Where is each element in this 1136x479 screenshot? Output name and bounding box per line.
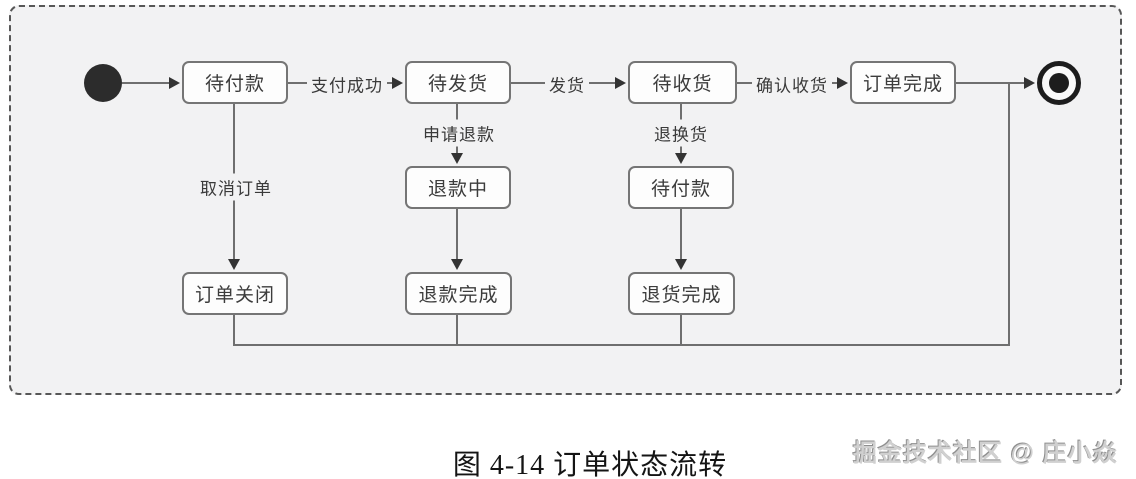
watermark-text: 掘金技术社区 @ 庄小焱 (853, 440, 1118, 467)
connector-line (956, 82, 1026, 84)
state-pending-receipt: 待收货 (628, 61, 737, 104)
connector-line (680, 315, 682, 346)
state-pending-shipment: 待发货 (405, 61, 511, 104)
state-order-complete: 订单完成 (850, 61, 956, 104)
arrowhead-icon (451, 259, 463, 270)
arrowhead-icon (451, 153, 463, 164)
transition-label-apply-refund: 申请退款 (419, 119, 499, 147)
transition-label-cancel-order: 取消订单 (196, 173, 276, 201)
connector-line (122, 82, 172, 84)
arrowhead-icon (837, 77, 848, 89)
arrowhead-icon (675, 153, 687, 164)
arrowhead-icon (169, 77, 180, 89)
connector-line (456, 209, 458, 260)
state-pending-payment: 待付款 (182, 61, 288, 104)
arrowhead-icon (392, 77, 403, 89)
connector-line (233, 344, 1010, 346)
connector-line (1008, 84, 1010, 346)
arrowhead-icon (228, 259, 240, 270)
arrowhead-icon (615, 77, 626, 89)
connector-line (456, 315, 458, 346)
arrowhead-icon (1024, 77, 1035, 89)
state-return-complete: 退货完成 (628, 272, 735, 315)
state-order-closed: 订单关闭 (182, 272, 288, 315)
transition-label-ship: 发货 (545, 70, 589, 98)
connector-line (680, 209, 682, 260)
figure-caption: 图 4-14 订单状态流转 (452, 450, 728, 479)
final-state-dot-icon (1049, 73, 1069, 93)
state-refunding: 退款中 (405, 166, 511, 209)
arrowhead-icon (675, 259, 687, 270)
transition-label-return-exchange: 退换货 (650, 119, 712, 147)
initial-state-icon (84, 64, 122, 102)
transition-label-pay-success: 支付成功 (307, 70, 387, 98)
state-pending-payment-return: 待付款 (628, 166, 734, 209)
connector-line (233, 315, 235, 346)
transition-label-confirm-receipt: 确认收货 (752, 70, 832, 98)
final-state-icon (1037, 61, 1081, 105)
state-refund-complete: 退款完成 (405, 272, 512, 315)
